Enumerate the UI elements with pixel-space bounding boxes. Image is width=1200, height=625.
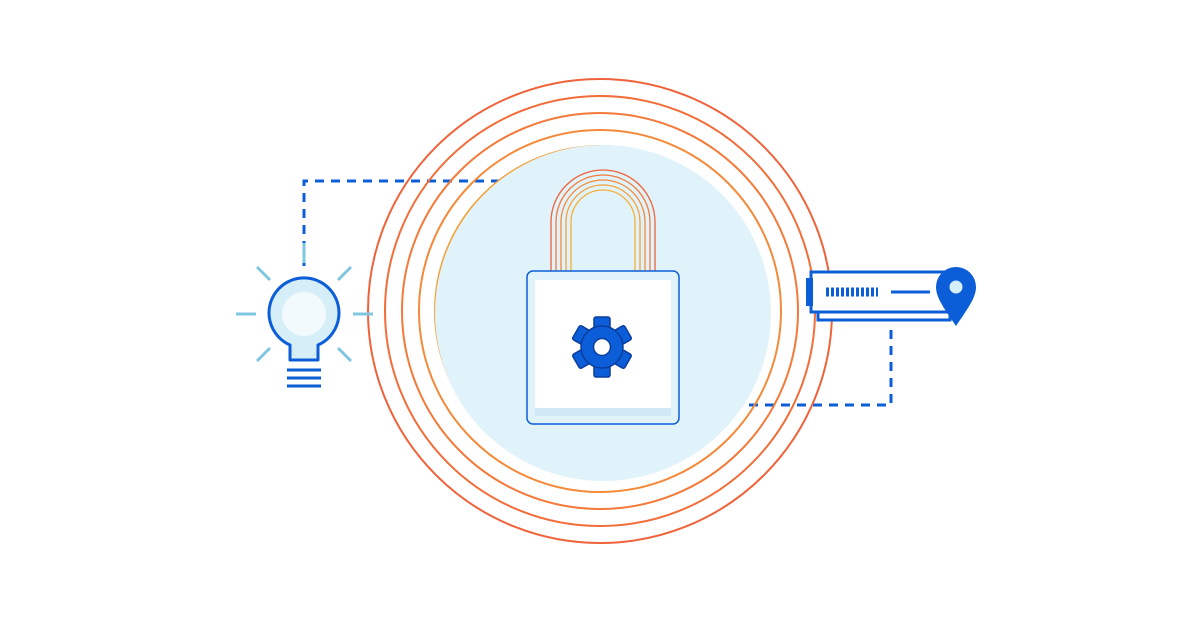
ring-3 [401,112,799,510]
dashed-connector-left [302,179,520,266]
location-pin-icon [936,267,976,326]
padlock-shackle [550,169,656,273]
dashed-connector-right [742,330,893,407]
ring-4 [418,129,782,493]
gear-icon [572,316,632,378]
lightbulb-icon [236,243,373,388]
light-rays [236,243,373,363]
bulb-highlight [282,292,326,336]
server-icon [806,270,952,322]
concentric-rings [367,78,833,544]
bulb-base [287,368,321,388]
